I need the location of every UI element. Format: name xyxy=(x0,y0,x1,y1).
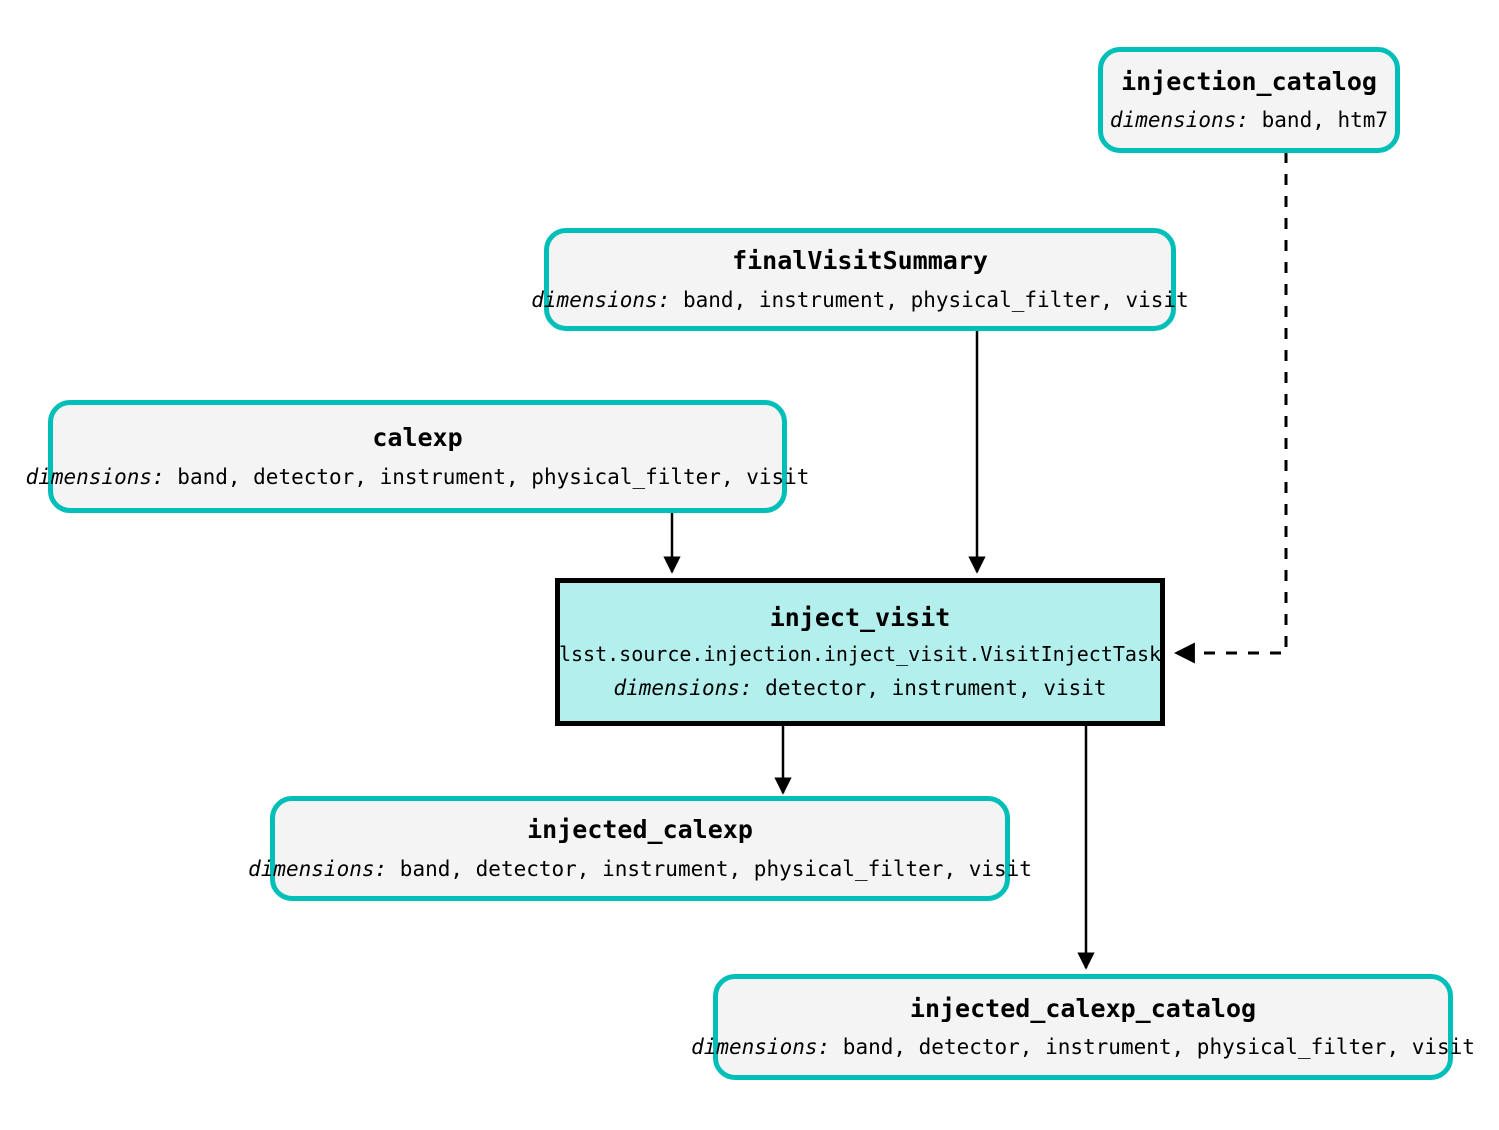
node-title: inject_visit xyxy=(769,602,951,632)
node-finalvisitsummary[interactable]: finalVisitSummary dimensions: band, inst… xyxy=(531,228,1189,331)
node-dimensions: dimensions: band, instrument, physical_f… xyxy=(531,288,1188,312)
node-injected-calexp[interactable]: injected_calexp dimensions: band, detect… xyxy=(248,796,1032,901)
node-dimensions: dimensions: band, detector, instrument, … xyxy=(26,465,810,489)
dimensions-value: band, detector, instrument, physical_fil… xyxy=(842,1035,1475,1060)
dimensions-label: dimensions: xyxy=(1109,108,1249,133)
node-title: injected_calexp_catalog xyxy=(909,993,1257,1023)
node-title: injection_catalog xyxy=(1121,66,1377,96)
node-injection-catalog[interactable]: injection_catalog dimensions: band, htm7 xyxy=(1098,47,1400,153)
dimensions-value: band, detector, instrument, physical_fil… xyxy=(177,464,810,489)
node-inject-visit[interactable]: inject_visit lsst.source.injection.injec… xyxy=(555,578,1165,726)
dimensions-label: dimensions: xyxy=(25,464,165,489)
dimensions-label: dimensions: xyxy=(248,856,388,881)
dimensions-label: dimensions: xyxy=(691,1035,831,1060)
node-dimensions: dimensions: band, htm7 xyxy=(1110,108,1388,132)
node-dimensions: dimensions: band, detector, instrument, … xyxy=(248,857,1032,881)
dimensions-value: band, detector, instrument, physical_fil… xyxy=(399,856,1032,881)
node-title: finalVisitSummary xyxy=(732,246,988,276)
node-title: calexp xyxy=(372,423,463,453)
dimensions-value: detector, instrument, visit xyxy=(765,676,1107,701)
node-title: injected_calexp xyxy=(527,815,753,845)
node-dimensions: dimensions: band, detector, instrument, … xyxy=(691,1035,1475,1059)
dimensions-label: dimensions: xyxy=(613,676,753,701)
node-injected-calexp-catalog[interactable]: injected_calexp_catalog dimensions: band… xyxy=(691,974,1475,1080)
dimensions-value: band, instrument, physical_filter, visit xyxy=(683,287,1189,312)
dimensions-label: dimensions: xyxy=(531,287,671,312)
node-calexp[interactable]: calexp dimensions: band, detector, instr… xyxy=(26,400,809,513)
edge-injection-catalog-to-inject-visit xyxy=(1173,152,1288,664)
node-task-class: lsst.source.injection.inject_visit.Visit… xyxy=(558,642,1162,667)
node-dimensions: dimensions: detector, instrument, visit xyxy=(613,676,1106,700)
dimensions-value: band, htm7 xyxy=(1261,108,1389,133)
